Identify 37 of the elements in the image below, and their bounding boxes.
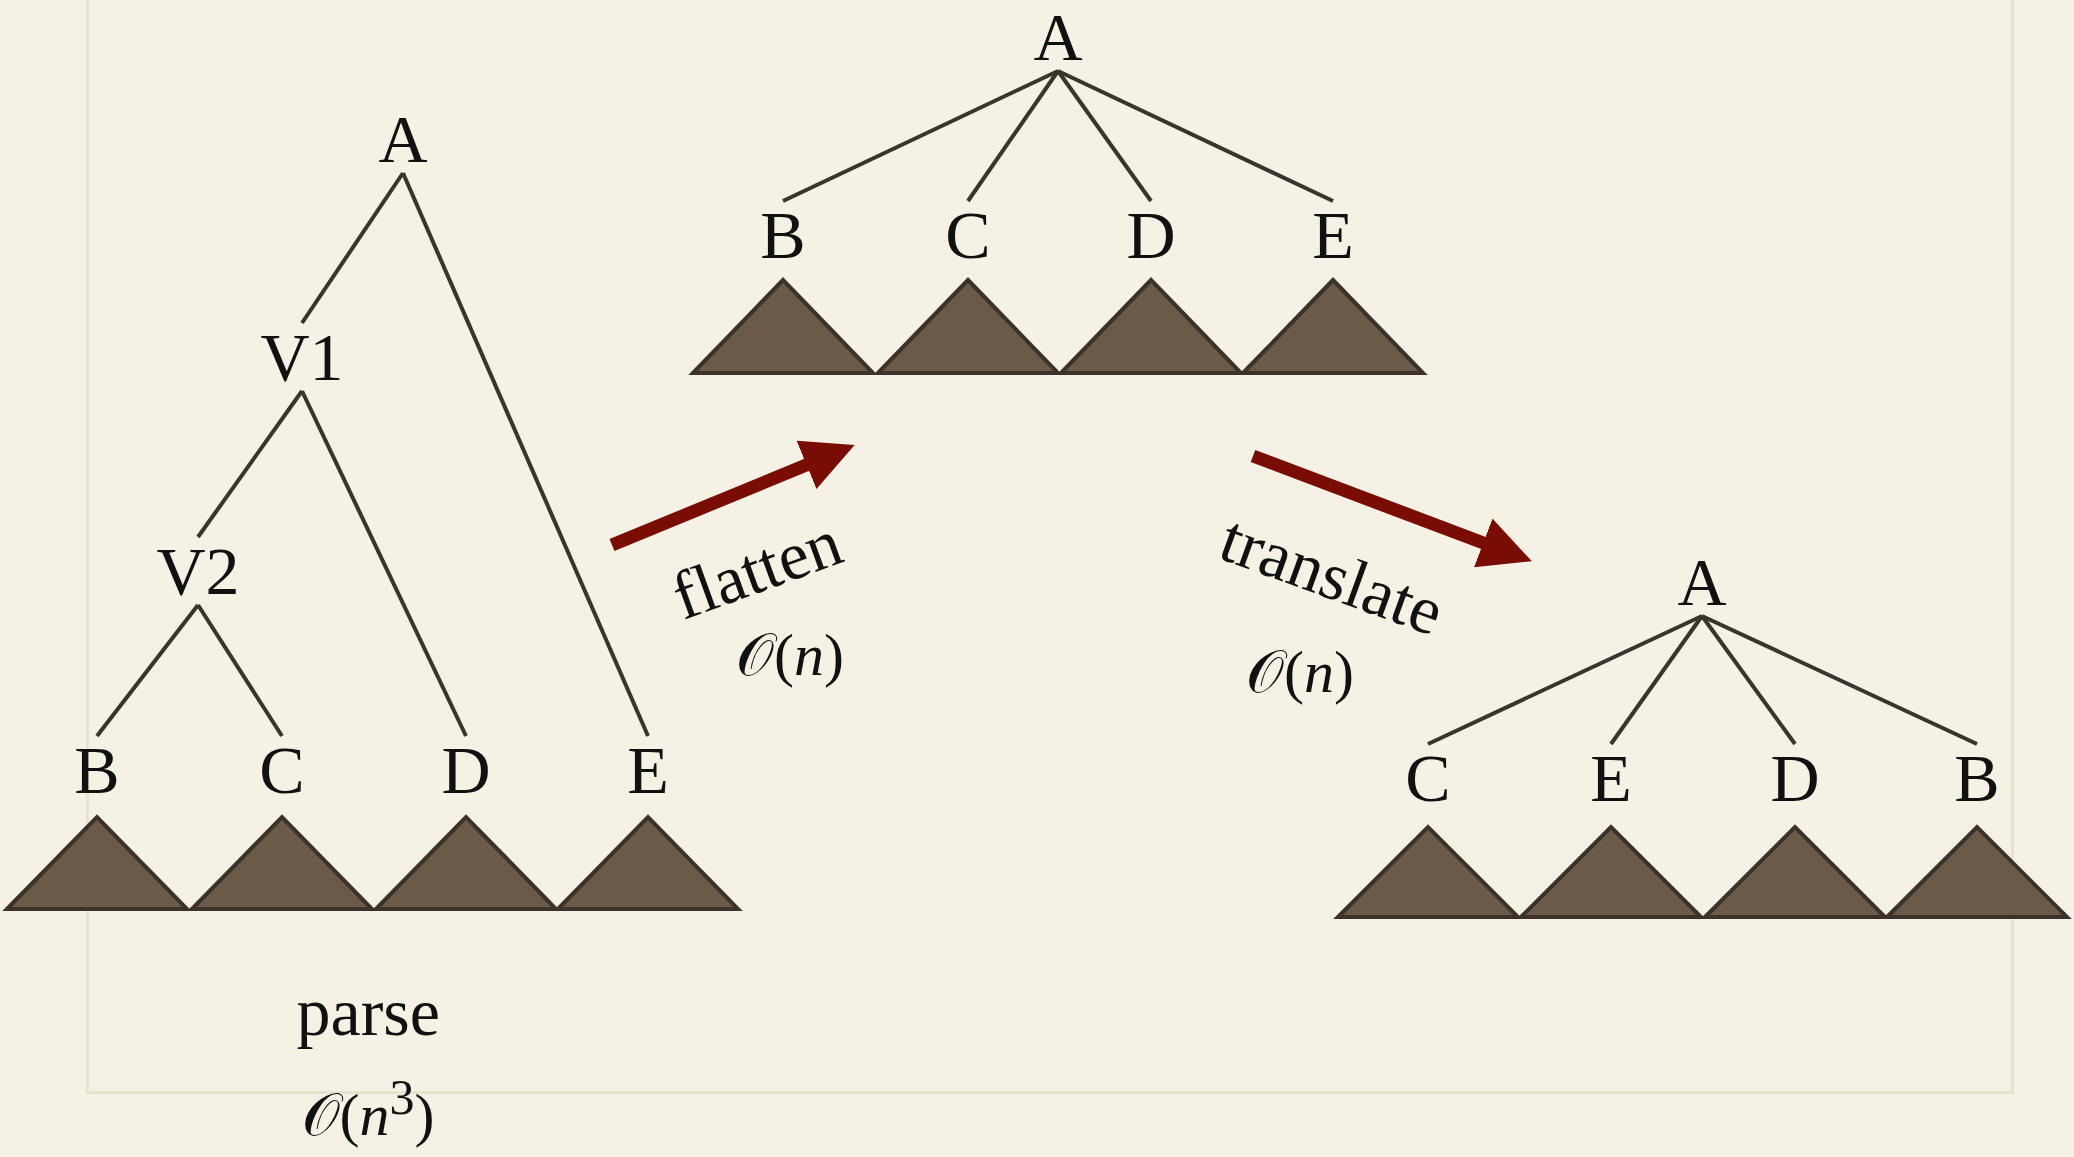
node-label: D	[1126, 201, 1176, 269]
node-label: C	[259, 736, 305, 804]
node-label: V1	[260, 323, 344, 391]
tree-branch	[1609, 614, 1704, 746]
tree-branch	[1427, 614, 1703, 746]
node-label: A	[1033, 3, 1083, 71]
tree-branch	[966, 69, 1060, 203]
node-label: B	[1954, 744, 2000, 812]
node-label: E	[627, 736, 669, 804]
node-label: V2	[156, 537, 240, 605]
node-label: D	[441, 736, 491, 804]
tree-branch	[1700, 614, 1797, 746]
subtree-triangle	[1516, 824, 1706, 919]
node-label: D	[1770, 744, 1820, 812]
tree-branch	[1701, 614, 1978, 746]
node-label: A	[1677, 548, 1727, 616]
node-label: C	[945, 201, 991, 269]
subtree-triangle	[688, 277, 878, 375]
tree-branch	[300, 390, 468, 737]
tree-branch	[300, 171, 405, 325]
node-label: B	[74, 736, 120, 804]
tree-branch	[1056, 69, 1153, 203]
tree-branch	[95, 603, 200, 738]
tree-branch	[1057, 69, 1334, 203]
node-label: A	[378, 105, 428, 173]
operation-label: translate	[1212, 503, 1453, 647]
tree-branch	[401, 172, 650, 737]
operation-label: flatten	[663, 507, 851, 631]
node-label: E	[1590, 744, 1632, 812]
node-label: E	[1312, 201, 1354, 269]
node-label: B	[760, 201, 806, 269]
tree-branch	[196, 603, 284, 738]
tree-branch	[196, 389, 304, 539]
subtree-triangle	[187, 814, 377, 911]
subtree-triangle	[2, 814, 192, 911]
tree-branch	[782, 69, 1059, 203]
node-label: C	[1405, 744, 1451, 812]
